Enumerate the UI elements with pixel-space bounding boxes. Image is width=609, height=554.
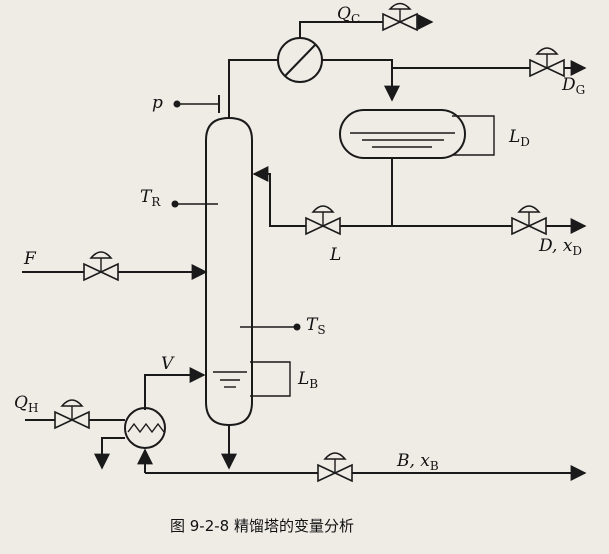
label-tr: TR — [140, 187, 161, 209]
f-valve — [83, 251, 119, 282]
b-valve — [317, 452, 353, 483]
dg-line — [391, 60, 530, 69]
label-qc: QC — [337, 4, 360, 26]
distillation-column — [205, 116, 253, 427]
label-p: p — [152, 93, 163, 113]
ld-level-bracket — [452, 115, 495, 156]
reboiler — [124, 407, 166, 449]
reflux-drum — [339, 109, 466, 159]
label-ts: TS — [306, 315, 326, 337]
overhead-vapor-line — [228, 59, 278, 118]
label-ld: LD — [508, 127, 530, 149]
lb-level-bracket — [250, 361, 291, 397]
condenser-to-drum — [322, 59, 400, 102]
cooling-water-line — [299, 21, 393, 38]
label-dg: DG — [561, 75, 585, 97]
reflux-to-column — [252, 166, 306, 227]
label-b: B, xB — [396, 451, 439, 473]
condensate-out — [94, 437, 125, 470]
label-l: L — [329, 245, 341, 265]
label-lb: LB — [297, 369, 318, 391]
label-f: F — [23, 249, 37, 269]
reflux-line — [340, 200, 393, 227]
condenser — [277, 37, 323, 83]
l-valve — [305, 205, 341, 236]
figure-caption: 图 9-2-8 精馏塔的变量分析 — [170, 517, 354, 535]
dg-valve — [529, 47, 565, 78]
label-qh: QH — [14, 393, 38, 415]
label-v: V — [161, 354, 175, 374]
qh-valve — [54, 399, 90, 430]
d-valve — [511, 205, 547, 236]
label-d: D, xD — [538, 236, 582, 258]
qc-valve — [382, 2, 418, 32]
reboiler-vapor-line — [144, 367, 206, 410]
